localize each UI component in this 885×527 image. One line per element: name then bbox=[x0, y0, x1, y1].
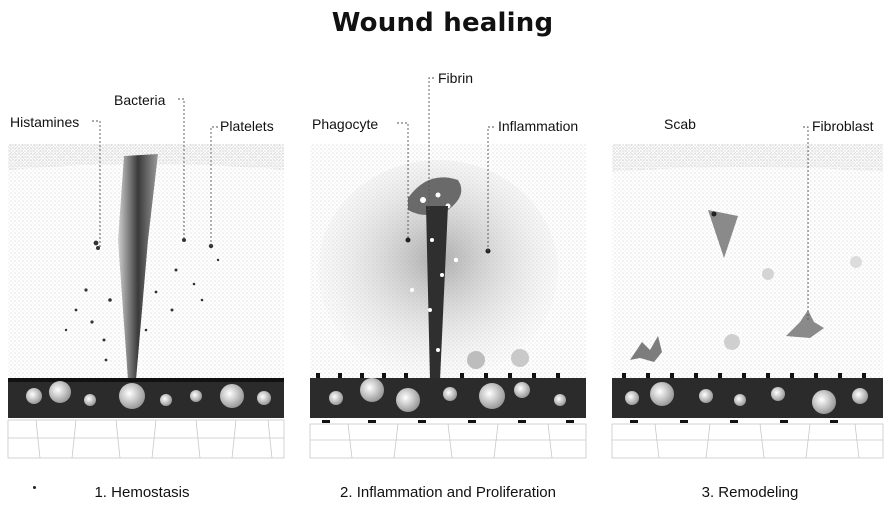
label-bacteria: Bacteria bbox=[114, 92, 165, 108]
diagram-title: Wound healing bbox=[0, 8, 885, 38]
panel-remodeling: Scab Fibroblast bbox=[610, 60, 885, 460]
panel-inflammation: Phagocyte Fibrin Inflammation bbox=[308, 60, 590, 460]
label-fibroblast: Fibroblast bbox=[812, 118, 873, 134]
label-fibrin: Fibrin bbox=[438, 70, 473, 86]
panel-hemostasis: Histamines Bacteria Platelets bbox=[6, 60, 288, 460]
label-inflammation: Inflammation bbox=[498, 118, 578, 134]
caption-inflammation: 2. Inflammation and Proliferation bbox=[318, 484, 578, 501]
label-histamines: Histamines bbox=[10, 114, 79, 130]
label-phagocyte: Phagocyte bbox=[312, 116, 378, 132]
caption-hemostasis: 1. Hemostasis bbox=[52, 484, 232, 501]
label-platelets: Platelets bbox=[220, 118, 274, 134]
stray-dot bbox=[33, 486, 36, 489]
caption-remodeling: 3. Remodeling bbox=[660, 484, 840, 501]
label-scab: Scab bbox=[664, 116, 696, 132]
